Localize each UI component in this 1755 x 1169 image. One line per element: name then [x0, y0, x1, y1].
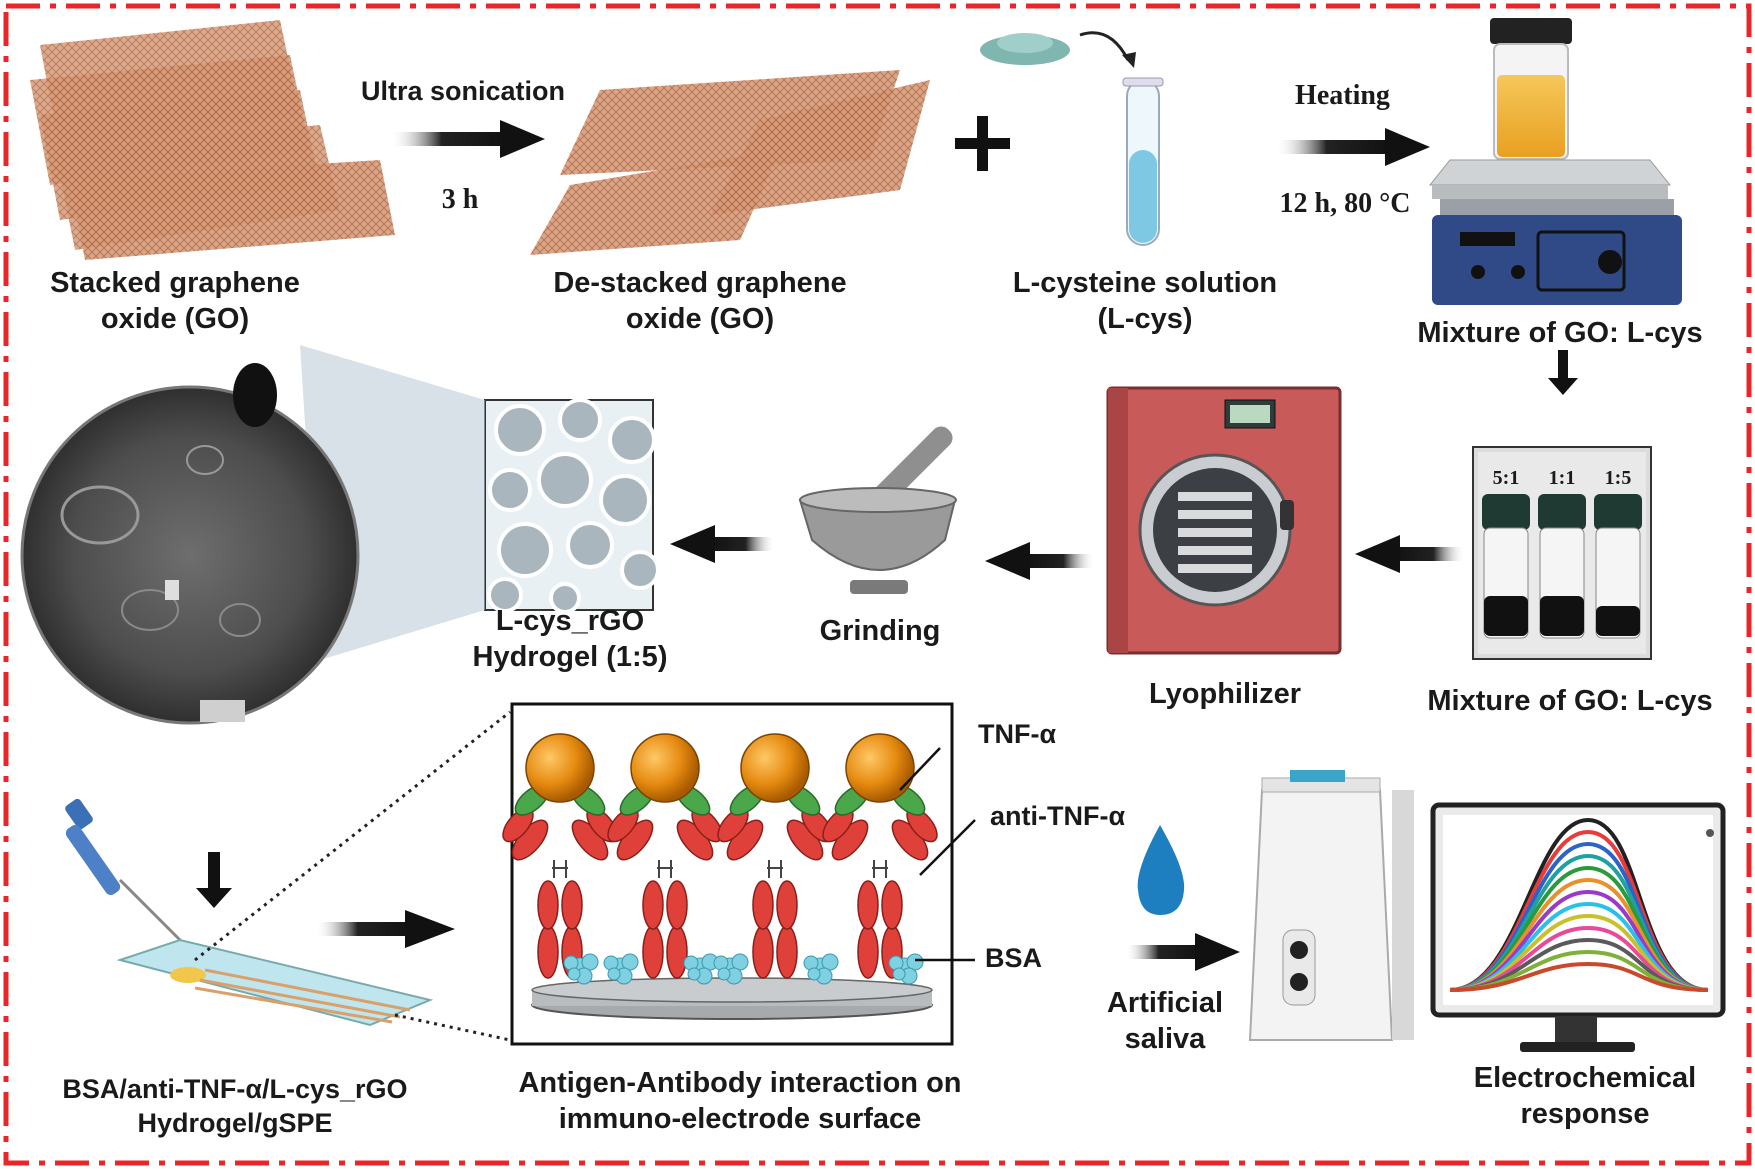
response-curves	[1449, 817, 1709, 992]
zoom-line-top	[194, 710, 511, 962]
pipette-icon	[65, 798, 200, 962]
label-grinding: Grinding	[819, 615, 941, 647]
response-curve	[1449, 901, 1709, 992]
dashed-frame	[3, 3, 1752, 1166]
label-mixture-vials: Mixture of GO: L-cys	[1427, 685, 1713, 717]
vial-ratio-3: 1:5	[1604, 467, 1632, 489]
response-curve	[1449, 937, 1709, 992]
destacked-go-illustration	[530, 70, 930, 255]
antibody-unit	[607, 733, 723, 979]
label-3h: 3 h	[441, 184, 479, 215]
label-ultra-sonication: Ultra sonication	[360, 76, 566, 106]
label-tnf: TNF-α	[978, 719, 1057, 749]
stacked-go-illustration	[30, 20, 395, 260]
vial-ratio-1: 5:1	[1492, 467, 1520, 489]
zoom-line-bottom	[394, 1013, 511, 1042]
arrow-right-2	[315, 910, 455, 948]
antibody-unit	[717, 733, 833, 979]
antibody-unit	[822, 733, 938, 979]
potentiostat-icon	[1248, 770, 1414, 1041]
arrow-left-3	[670, 525, 775, 563]
label-l-cysteine: L-cysteine solution(L-cys)	[1012, 267, 1278, 336]
arrow-down-2	[196, 852, 232, 908]
electrode-strip-icon	[116, 938, 434, 1027]
response-curve	[1449, 949, 1709, 992]
plus-icon	[955, 116, 1010, 171]
bsa-molecule	[713, 953, 749, 985]
label-12h-80c: 12 h, 80 °C	[1279, 188, 1411, 219]
response-curve	[1449, 925, 1709, 992]
arrow-down-1	[1548, 350, 1578, 395]
bsa-molecule	[683, 953, 719, 985]
arrow-heating	[1275, 128, 1430, 166]
water-drop-icon	[1137, 825, 1185, 915]
hydrogel-pore-image	[484, 398, 660, 614]
arrow-sonication	[390, 120, 545, 158]
pointer-tnf	[899, 747, 941, 791]
bsa-molecule	[888, 953, 924, 985]
vial-ratio-2: 1:1	[1548, 467, 1576, 489]
arrow-left-2	[985, 542, 1095, 580]
bsa-molecule	[563, 953, 599, 985]
bsa-molecule	[603, 953, 639, 985]
sem-image	[20, 363, 360, 725]
vials-photo	[1472, 446, 1652, 660]
antibody-layer	[502, 733, 938, 985]
bsa-molecule	[803, 953, 839, 985]
test-tube-icon	[980, 31, 1164, 246]
hot-plate-icon	[1428, 18, 1682, 305]
lyophilizer-icon	[1106, 386, 1342, 655]
mortar-pestle-icon	[798, 426, 957, 594]
arrow-left-1	[1355, 535, 1465, 573]
monitor-icon	[1430, 802, 1726, 1052]
arrow-right-3	[1125, 933, 1240, 971]
label-heating: Heating	[1295, 80, 1390, 111]
label-mixture-top: Mixture of GO: L-cys	[1417, 317, 1703, 349]
label-bsa: BSA	[985, 943, 1043, 973]
response-curve	[1449, 961, 1709, 992]
label-lyophilizer: Lyophilizer	[1149, 678, 1301, 710]
label-anti-tnf: anti-TNF-α	[990, 801, 1126, 831]
response-curve	[1449, 913, 1709, 992]
pointer-anti-tnf	[919, 819, 976, 876]
